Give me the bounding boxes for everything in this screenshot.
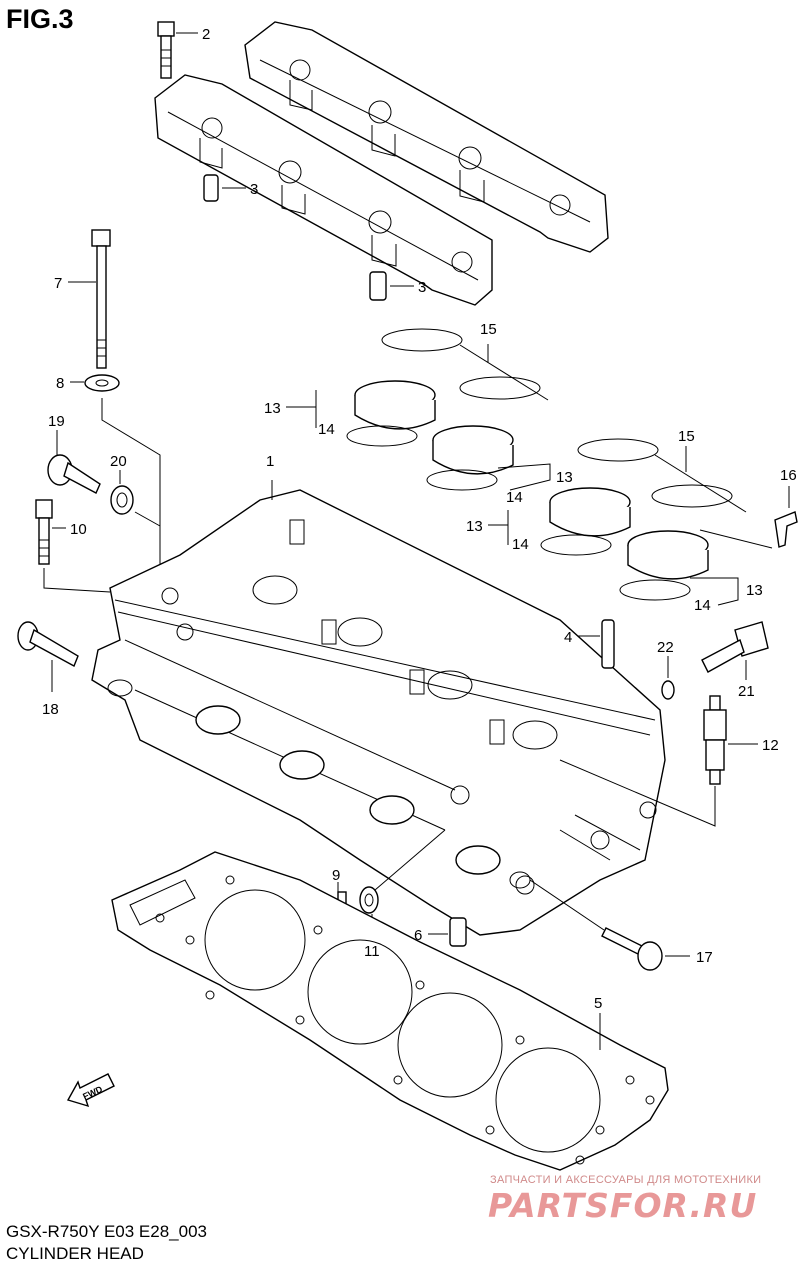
watermark-brand: PARTSFOR.RU xyxy=(488,1186,758,1225)
clamp-15a[interactable] xyxy=(381,328,549,401)
callout-16: 16 xyxy=(780,467,797,484)
callout-13b: 13 xyxy=(556,469,573,486)
camshaft-holder-front[interactable] xyxy=(154,74,493,306)
callout-13a: 13 xyxy=(264,400,281,417)
bolt-7[interactable] xyxy=(91,229,111,369)
bolt-10[interactable] xyxy=(35,499,53,565)
callout-11: 11 xyxy=(364,943,380,960)
callout-9: 9 xyxy=(332,867,340,884)
callout-21: 21 xyxy=(738,683,755,700)
sensor-21[interactable] xyxy=(701,621,769,673)
callout-10: 10 xyxy=(70,521,87,538)
callout-14c: 14 xyxy=(512,536,529,553)
callout-6: 6 xyxy=(414,927,422,944)
seal-20[interactable] xyxy=(110,485,134,515)
cylinder-head[interactable] xyxy=(91,489,666,936)
callout-14d: 14 xyxy=(694,597,711,614)
o-ring-14d[interactable] xyxy=(619,579,691,601)
watermark-tagline: ЗАПЧАСТИ И АКСЕССУАРЫ ДЛЯ МОТОТЕХНИКИ xyxy=(490,1174,762,1186)
callout-22: 22 xyxy=(657,639,674,656)
forward-direction-arrow: FWD xyxy=(66,1073,115,1108)
callout-1: 1 xyxy=(266,453,274,470)
dowel-pin-3b[interactable] xyxy=(369,271,387,301)
cylinder-head-gasket-5[interactable] xyxy=(111,851,669,1171)
camshaft-holder-rear[interactable] xyxy=(244,21,609,253)
callout-14b: 14 xyxy=(506,489,523,506)
washer-11[interactable] xyxy=(359,886,379,914)
callout-15a: 15 xyxy=(480,321,497,338)
callout-8: 8 xyxy=(56,375,64,392)
guide-4[interactable] xyxy=(601,619,615,669)
dowel-pin-3a[interactable] xyxy=(203,174,219,202)
callout-15b: 15 xyxy=(678,428,695,445)
intake-pipe-13b[interactable] xyxy=(432,425,514,475)
callout-12: 12 xyxy=(762,737,779,754)
callout-5: 5 xyxy=(594,995,602,1012)
callout-3a: 3 xyxy=(250,181,258,198)
callout-13d: 13 xyxy=(746,582,763,599)
spark-plug-12[interactable] xyxy=(703,695,727,785)
dowel-pin-6[interactable] xyxy=(449,917,467,947)
o-ring-14a[interactable] xyxy=(346,425,418,447)
callout-2: 2 xyxy=(202,26,210,43)
callout-14a: 14 xyxy=(318,421,335,438)
callout-13c: 13 xyxy=(466,518,483,535)
bolt-17[interactable] xyxy=(601,927,663,971)
figure-title: FIG.3 xyxy=(6,4,74,34)
callout-3b: 3 xyxy=(418,279,426,296)
callout-18: 18 xyxy=(42,701,59,718)
bolt-2[interactable] xyxy=(157,21,175,79)
o-ring-14c[interactable] xyxy=(540,534,612,556)
bolt-18[interactable] xyxy=(17,621,79,667)
callout-19: 19 xyxy=(48,413,65,430)
bolt-19[interactable] xyxy=(47,454,101,494)
o-ring-14b[interactable] xyxy=(426,469,498,491)
washer-8[interactable] xyxy=(84,374,120,392)
callout-4: 4 xyxy=(564,629,572,646)
callout-7: 7 xyxy=(54,275,62,292)
o-ring-22[interactable] xyxy=(661,680,675,700)
diagram-name: CYLINDER HEAD xyxy=(6,1244,144,1263)
clamp-15b[interactable] xyxy=(577,438,747,513)
intake-pipe-13a[interactable] xyxy=(354,380,436,430)
intake-pipe-13c[interactable] xyxy=(549,487,631,537)
callout-17: 17 xyxy=(696,949,713,966)
diagram-code: GSX-R750Y E03 E28_003 xyxy=(6,1222,207,1241)
screw-16[interactable] xyxy=(774,511,798,548)
intake-pipe-13d[interactable] xyxy=(627,530,709,580)
callout-20: 20 xyxy=(110,453,127,470)
